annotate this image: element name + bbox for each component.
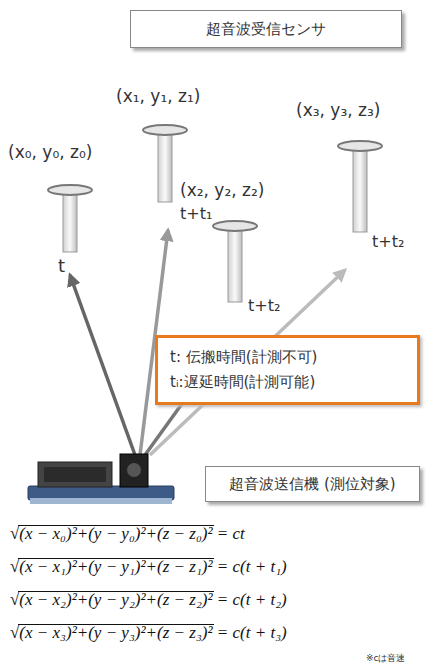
radical-bar	[18, 624, 213, 625]
title-box: 超音波受信センサ	[130, 10, 402, 48]
coordinate-label: (x₂, y₂, z₂)	[180, 180, 264, 200]
box-text: 超音波送信機 (測位対象)	[229, 475, 395, 494]
coordinate-label: (x₃, y₃, z₃)	[296, 100, 380, 120]
equation: √(x − x₀)²+(y − y₀)²+(z − z₀)² = ct	[10, 524, 245, 544]
transmitter-device	[28, 454, 174, 504]
equation: √(x − x₂)²+(y − y₂)²+(z − z₂)² = c(t + t…	[10, 590, 287, 610]
sensor	[338, 141, 382, 232]
box-text: t: 伝搬時間(計測不可)	[170, 348, 317, 367]
sensor	[213, 221, 257, 302]
equation: √(x − x₃)²+(y − y₃)²+(z − z₃)² = c(t + t…	[10, 623, 287, 643]
time-label: t	[58, 255, 65, 276]
box-text: tᵢ:遅延時間(計測可能)	[170, 373, 315, 392]
time-label: t+t₂	[372, 232, 404, 251]
note-box: t: 伝搬時間(計測不可) tᵢ:遅延時間(計測可能)	[155, 335, 420, 405]
transmitter-box: 超音波送信機 (測位対象)	[205, 466, 420, 502]
radical-bar	[18, 525, 213, 526]
coordinate-label: (x₁, y₁, z₁)	[116, 86, 200, 106]
time-label: t+t₂	[248, 296, 280, 315]
radical-bar	[18, 591, 213, 592]
equation: √(x − x₁)²+(y − y₁)²+(z − z₁)² = c(t + t…	[10, 557, 287, 577]
time-label: t+t₁	[180, 204, 212, 223]
wave-arrow	[150, 270, 345, 455]
sensor	[48, 185, 92, 252]
radical-bar	[18, 558, 213, 559]
box-text: 超音波受信センサ	[206, 20, 326, 39]
footnote: ※cは音速	[366, 652, 406, 665]
wave-arrow	[70, 275, 135, 455]
coordinate-label: (x₀, y₀, z₀)	[8, 142, 92, 162]
